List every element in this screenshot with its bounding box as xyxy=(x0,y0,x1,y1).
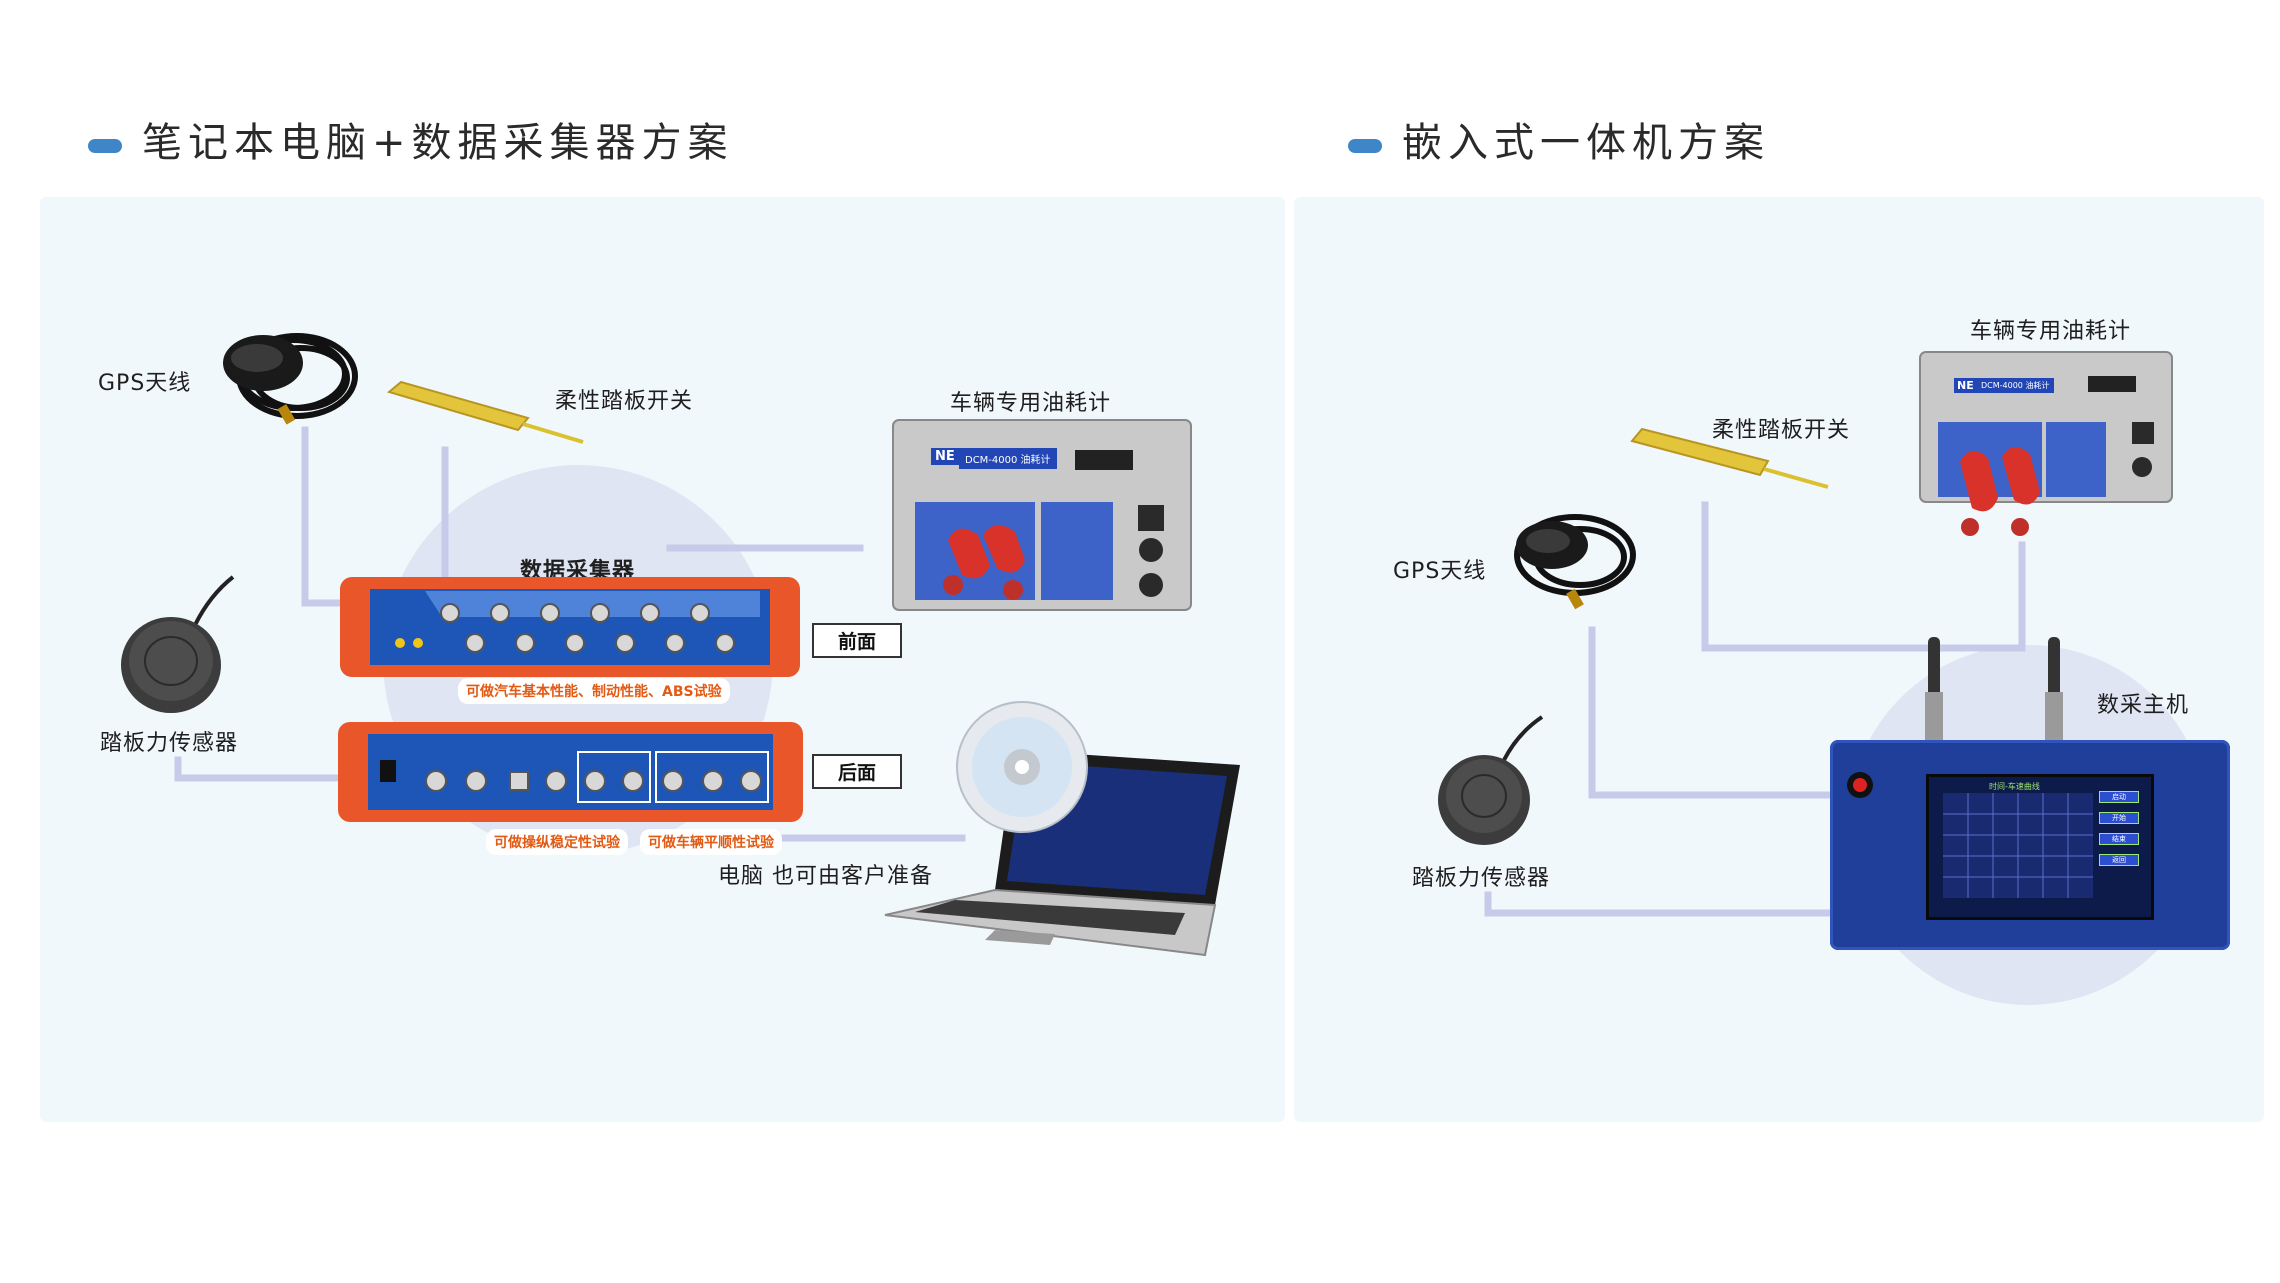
host-antennas-icon xyxy=(1925,637,2063,742)
fuel-meter-left-model: DCM-4000 油耗计 xyxy=(959,448,1057,469)
host-button-begin[interactable]: 开始 xyxy=(2099,812,2139,824)
gps-antenna-left-icon xyxy=(223,333,358,425)
fuel-meter-left-badge: NE xyxy=(931,448,959,465)
host-screen-grid-icon xyxy=(1943,793,2093,898)
daq-front xyxy=(340,577,800,677)
gps-antenna-right-icon xyxy=(1514,514,1636,610)
daq-front-case-icon xyxy=(340,577,800,677)
data-host: 时间-车速曲线 启动 开始 结束 返回 xyxy=(1830,740,2230,950)
fuel-meter-right-badge: NE xyxy=(1954,378,1977,393)
daq-front-tag: 前面 xyxy=(812,623,902,658)
cd-disc-icon xyxy=(956,701,1088,833)
gps-connector xyxy=(301,426,349,607)
daq-back-note-ride: 可做车辆平顺性试验 xyxy=(640,829,782,855)
title-bullet xyxy=(88,139,122,153)
right-gps-connector xyxy=(1588,626,1844,799)
power-button-icon[interactable] xyxy=(1845,770,1875,800)
left-section-title: 笔记本电脑+数据采集器方案 xyxy=(88,110,734,168)
host-button-back[interactable]: 返回 xyxy=(2099,854,2139,866)
daq-back-note-handling: 可做操纵稳定性试验 xyxy=(486,829,628,855)
gps-label-left: GPS天线 xyxy=(98,371,192,396)
pedal-force-sensor-right-icon xyxy=(1438,715,1544,845)
right-section-title: 嵌入式一体机方案 xyxy=(1348,110,1770,168)
right-pedal-sensor-connector xyxy=(1484,891,1844,917)
fuel-meter-right: NE DCM-4000 油耗计 xyxy=(1919,351,2175,542)
left-title-text: 笔记本电脑+数据采集器方案 xyxy=(142,120,734,166)
host-label: 数采主机 xyxy=(2097,693,2190,718)
pedal-switch-left-icon xyxy=(386,380,584,444)
host-screen: 时间-车速曲线 启动 开始 结束 返回 xyxy=(1926,774,2154,920)
pedal-switch-right-icon xyxy=(1630,427,1829,489)
title-bullet xyxy=(1348,139,1382,153)
fuel-meter-label-left: 车辆专用油耗计 xyxy=(950,391,1112,416)
fuel-meter-right-model: DCM-4000 油耗计 xyxy=(1976,378,2055,393)
right-pedal-switch-connector xyxy=(1701,501,2022,652)
host-screen-buttons: 启动 开始 结束 返回 xyxy=(2099,791,2139,866)
daq-back-case-icon xyxy=(338,722,803,822)
daq-front-note: 可做汽车基本性能、制动性能、ABS试验 xyxy=(458,678,730,704)
daq-back xyxy=(338,722,803,822)
host-screen-title: 时间-车速曲线 xyxy=(1989,782,2040,791)
gps-label-right: GPS天线 xyxy=(1393,559,1487,584)
pedal-sensor-label-right: 踏板力传感器 xyxy=(1412,866,1551,891)
right-title-text: 嵌入式一体机方案 xyxy=(1402,120,1770,166)
fuel-meter-left: NE DCM-4000 油耗计 xyxy=(892,419,1193,615)
daq-back-tag: 后面 xyxy=(812,754,902,789)
fuel-meter-label-right: 车辆专用油耗计 xyxy=(1970,319,2132,344)
pedal-switch-label-left: 柔性踏板开关 xyxy=(555,389,694,414)
pedal-sensor-label-left: 踏板力传感器 xyxy=(100,731,239,756)
host-button-end[interactable]: 结束 xyxy=(2099,833,2139,845)
pedal-force-sensor-left-icon xyxy=(121,575,235,713)
host-button-start[interactable]: 启动 xyxy=(2099,791,2139,803)
pedal-sensor-connector xyxy=(174,756,344,782)
computer-label: 电脑 也可由客户准备 xyxy=(718,864,933,889)
pedal-switch-label-right: 柔性踏板开关 xyxy=(1712,418,1851,443)
